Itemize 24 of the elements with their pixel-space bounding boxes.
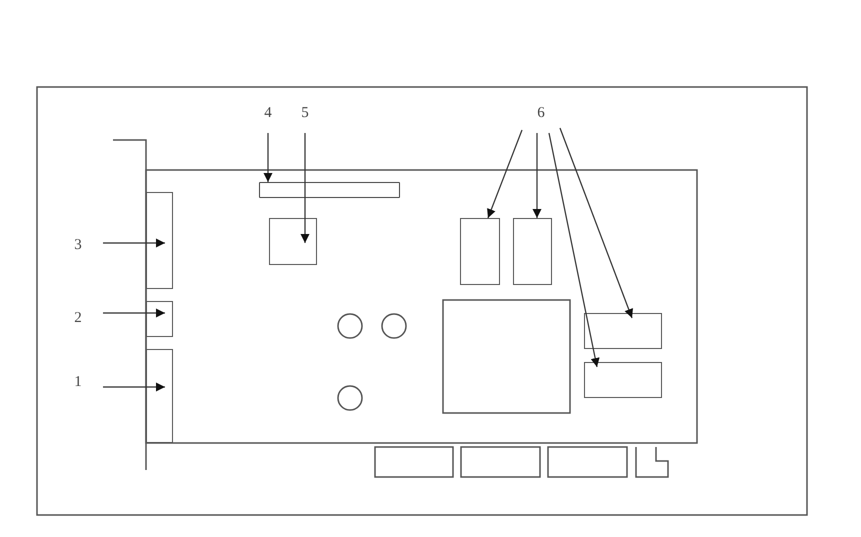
leader-arrow	[300, 133, 310, 243]
callout-number: 6	[535, 104, 547, 122]
leader-arrow	[264, 133, 272, 182]
leader-arrow	[103, 308, 165, 318]
leader-arrow	[103, 382, 165, 392]
leader-arrow	[559, 128, 634, 318]
callout-number: 1	[72, 373, 84, 391]
leader-arrow	[103, 238, 165, 248]
callout-number: 5	[299, 104, 311, 122]
component-outline	[460, 218, 500, 285]
component-outline	[269, 218, 317, 265]
callout-number: 4	[262, 104, 274, 122]
component-outline	[146, 192, 173, 289]
callout-number: 3	[72, 236, 84, 254]
component-outline	[584, 313, 662, 349]
component-outline	[513, 218, 552, 285]
component-outline	[146, 349, 173, 443]
slot-outline	[259, 182, 400, 198]
callout-number: 2	[72, 309, 84, 327]
leader-arrow	[487, 130, 523, 218]
leader-arrow	[548, 132, 600, 368]
component-outline	[584, 362, 662, 398]
component-outline	[146, 301, 173, 337]
leader-arrow	[532, 133, 542, 218]
